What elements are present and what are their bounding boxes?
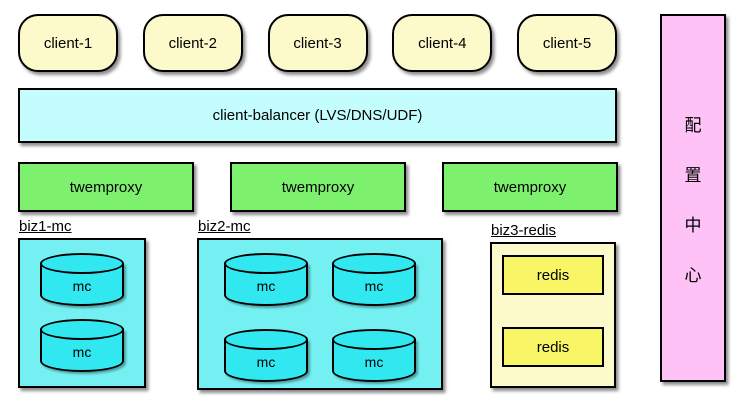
redis-node: redis <box>502 255 604 295</box>
cylinder-top <box>332 329 416 350</box>
twemproxy-node-3: twemproxy <box>442 162 618 212</box>
config-center-char: 置 <box>684 165 702 185</box>
mc-label: mc <box>364 278 384 294</box>
twemproxy-node-1: twemproxy <box>18 162 194 212</box>
clients-row: client-1 client-2 client-3 client-4 clie… <box>18 14 617 72</box>
mc-cylinder: mc <box>40 319 124 372</box>
config-center-char: 心 <box>684 265 702 285</box>
group-biz2-box: mc mc mc mc <box>197 238 443 390</box>
client-node-2: client-2 <box>142 14 243 72</box>
client-node-1: client-1 <box>18 14 118 72</box>
cylinder-top <box>224 253 308 274</box>
client-balancer-bar: client-balancer (LVS/DNS/UDF) <box>18 88 617 143</box>
mc-label: mc <box>72 344 92 360</box>
mc-cylinder: mc <box>332 253 416 306</box>
mc-label: mc <box>72 278 92 294</box>
config-center-bar: 配 置 中 心 <box>660 14 726 382</box>
client-node-3: client-3 <box>267 14 368 72</box>
client-node-5: client-5 <box>517 14 617 72</box>
group-biz3-label: biz3-redis <box>491 222 557 239</box>
mc-cylinder: mc <box>332 329 416 382</box>
group-biz2-mc: biz2-mc mc mc mc mc <box>197 219 443 390</box>
mc-cylinder: mc <box>224 253 308 306</box>
config-center-char: 中 <box>684 215 702 235</box>
twemproxy-node-2: twemproxy <box>230 162 406 212</box>
group-biz1-box: mc mc <box>18 238 146 388</box>
group-biz1-label: biz1-mc <box>19 218 72 235</box>
mc-label: mc <box>256 278 276 294</box>
config-center-char: 配 <box>684 115 702 135</box>
cylinder-top <box>224 329 308 350</box>
client-node-4: client-4 <box>392 14 493 72</box>
mc-label: mc <box>256 354 276 370</box>
mc-label: mc <box>364 354 384 370</box>
group-biz1-mc: biz1-mc mc mc <box>18 219 146 388</box>
mc-cylinder: mc <box>224 329 308 382</box>
proxy-row: twemproxy twemproxy twemproxy <box>18 162 618 212</box>
group-biz3-redis: biz3-redis redis redis <box>490 223 616 388</box>
mc-cylinder: mc <box>40 253 124 306</box>
group-biz3-box: redis redis <box>490 242 616 388</box>
redis-node: redis <box>502 327 604 367</box>
cylinder-top <box>40 319 124 340</box>
cylinder-top <box>332 253 416 274</box>
group-biz2-label: biz2-mc <box>198 218 251 235</box>
cylinder-top <box>40 253 124 274</box>
